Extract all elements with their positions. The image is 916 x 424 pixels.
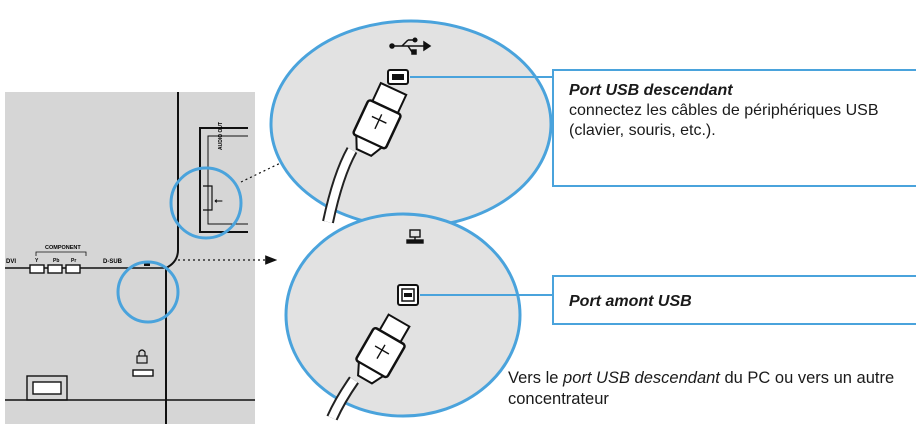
note-suffix: du PC ou vers un autre concentrateur: [508, 369, 895, 408]
pr-label: Pr: [71, 258, 76, 264]
kensington-lock-icon: [132, 349, 154, 377]
downstream-port-callout: Port USB descendant connectez les câbles…: [552, 69, 916, 187]
note-emphasis: port USB descendant: [563, 369, 720, 387]
computer-icon: [406, 229, 424, 244]
upstream-usb-highlight-circle: [116, 260, 180, 324]
upstream-zoom-circle: [284, 212, 522, 421]
dvi-label: DVI: [6, 259, 16, 265]
downstream-zoom-circle: [269, 19, 553, 229]
usb-a-cable: [322, 81, 408, 224]
component-pb-port: [47, 264, 63, 274]
side-usb-icon: ⭠: [214, 195, 223, 207]
component-pr-port: [65, 264, 81, 274]
downstream-port-title: Port USB descendant: [569, 82, 733, 99]
upstream-port-callout: Port amont USB: [552, 275, 916, 325]
usb-trident-icon: [389, 37, 432, 55]
usb-b-cable: [326, 313, 411, 421]
upstream-connection-note: Vers le port USB descendant du PC ou ver…: [508, 368, 916, 410]
y-label: Y: [35, 258, 39, 264]
pb-label: Pb: [53, 258, 59, 264]
side-usb-highlight-circle: [169, 166, 243, 240]
monitor-back-panel: AUDIO OUT ⭠ DVI COMPONENT Y Pb Pr D-SUB: [5, 92, 255, 424]
upstream-port-title: Port amont USB: [569, 293, 692, 310]
downstream-port-description: connectez les câbles de périphériques US…: [569, 102, 879, 139]
component-label: COMPONENT: [45, 245, 81, 251]
dsub-label: D-SUB: [103, 259, 123, 265]
component-y-port: [29, 264, 45, 274]
bottom-connector: [32, 381, 62, 395]
audio-out-label: AUDIO OUT: [218, 122, 224, 150]
note-prefix: Vers le: [508, 369, 564, 387]
